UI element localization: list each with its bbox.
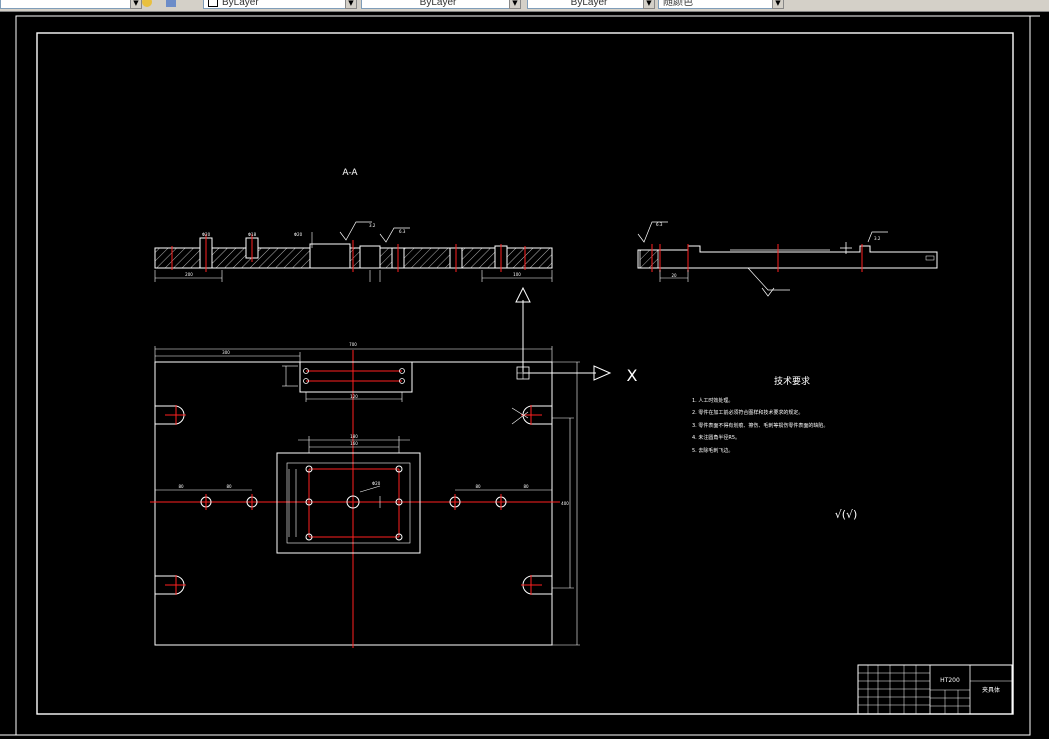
layer-sun-icon[interactable] bbox=[142, 0, 152, 7]
drawing-frame bbox=[36, 32, 1014, 715]
side-roughness: 3.2 bbox=[874, 236, 881, 241]
side-view bbox=[637, 221, 938, 297]
tech-item: 5. 去除毛刺飞边。 bbox=[692, 447, 733, 454]
dim-hole-left-b: 80 bbox=[226, 484, 232, 489]
roughness-mark: √(√) bbox=[835, 508, 858, 521]
properties-toolbar: ▼ ByLayer ▼ ByLayer ▼ ByLayer ▼ 随颜色 ▼ bbox=[0, 0, 1049, 12]
section-view bbox=[154, 221, 553, 282]
dim-hole-left: 80 bbox=[178, 484, 184, 489]
chevron-down-icon[interactable]: ▼ bbox=[130, 0, 142, 9]
dim-left-offset: 300 bbox=[222, 350, 230, 355]
lineweight-dropdown[interactable]: ByLayer bbox=[527, 0, 647, 9]
plan-view bbox=[150, 346, 580, 648]
dim-hole-right-b: 80 bbox=[523, 484, 529, 489]
section-label: A-A bbox=[342, 168, 358, 178]
title-block bbox=[857, 664, 1013, 715]
material-label: HT200 bbox=[940, 677, 960, 684]
drawing-canvas[interactable]: A-A 200 100 Φ20 Φ18 Φ20 bbox=[0, 12, 1049, 739]
roughness-a: 3.2 bbox=[369, 223, 376, 228]
chevron-down-icon[interactable]: ▼ bbox=[509, 0, 521, 9]
color-swatch bbox=[208, 0, 218, 7]
layer-dropdown[interactable] bbox=[0, 0, 132, 9]
dim-height-right: 400 bbox=[561, 501, 569, 506]
dim-right-section: 100 bbox=[513, 272, 521, 277]
part-name: 夹具体 bbox=[982, 686, 1000, 694]
dim-left-section: 200 bbox=[185, 272, 193, 277]
plotstyle-dropdown[interactable]: 随颜色 bbox=[658, 0, 776, 9]
tech-item: 4. 未注圆角半径R5。 bbox=[692, 434, 740, 441]
dim-fit-c: Φ20 bbox=[294, 232, 303, 237]
view-label-x: X bbox=[627, 366, 638, 385]
layer-state-icon[interactable] bbox=[166, 0, 176, 7]
side-dim: 20 bbox=[671, 273, 677, 278]
dim-slot-width: 120 bbox=[350, 394, 358, 399]
roughness-b: 6.3 bbox=[399, 229, 406, 234]
dim-fit-b: Φ18 bbox=[248, 232, 257, 237]
dim-pattern-width: 180 bbox=[350, 434, 358, 439]
dim-overall-width: 700 bbox=[349, 342, 357, 347]
dim-pattern-inner: 160 bbox=[350, 441, 358, 446]
dim-center-hole: Φ20 bbox=[372, 481, 381, 486]
tech-item: 1. 人工时效处理。 bbox=[692, 397, 733, 404]
chevron-down-icon[interactable]: ▼ bbox=[772, 0, 784, 9]
dim-hole-right: 80 bbox=[475, 484, 481, 489]
tech-item: 3. 零件表面不得有划痕、擦伤、毛刺等损伤零件表面的缺陷。 bbox=[692, 422, 828, 429]
tech-title: 技术要求 bbox=[774, 375, 810, 387]
color-dropdown[interactable]: ByLayer bbox=[203, 0, 349, 9]
side-roughness-b: 6.3 bbox=[656, 222, 663, 227]
linetype-dropdown[interactable]: ByLayer bbox=[361, 0, 511, 9]
color-value: ByLayer bbox=[222, 0, 259, 8]
dim-fit-a: Φ20 bbox=[202, 232, 211, 237]
chevron-down-icon[interactable]: ▼ bbox=[345, 0, 357, 9]
tech-item: 2. 零件在加工前必须符合图样和技术要求的规定。 bbox=[692, 409, 803, 416]
view-direction-arrow bbox=[515, 286, 612, 381]
viewport-border bbox=[15, 15, 1031, 736]
chevron-down-icon[interactable]: ▼ bbox=[643, 0, 655, 9]
